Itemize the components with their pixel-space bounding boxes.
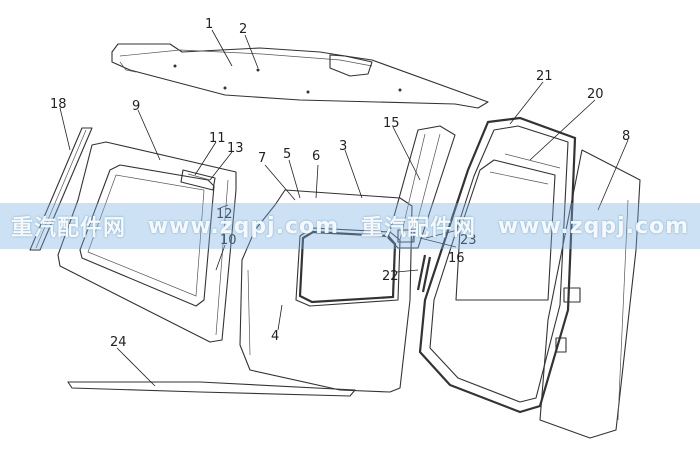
roof-bolt bbox=[223, 86, 227, 90]
part-left-strip bbox=[29, 127, 93, 251]
callout-22: 22 bbox=[382, 269, 399, 284]
callout-16: 16 bbox=[448, 251, 465, 266]
callout-6: 6 bbox=[312, 149, 320, 164]
part-floor-strip bbox=[67, 381, 356, 397]
door-latch bbox=[555, 337, 567, 353]
callout-15: 15 bbox=[383, 116, 400, 131]
callout-10: 10 bbox=[220, 233, 237, 248]
callout-4: 4 bbox=[271, 329, 279, 344]
part-door-frame bbox=[429, 125, 569, 403]
part-rear-wall bbox=[239, 189, 413, 393]
callout-2: 2 bbox=[239, 22, 247, 37]
pillar-clip bbox=[397, 229, 415, 243]
callout-5: 5 bbox=[283, 147, 291, 162]
callout-12: 12 bbox=[216, 207, 233, 222]
callouts: 1 2 3 4 5 6 7 8 9 10 11 12 13 15 16 18 2… bbox=[50, 17, 630, 350]
watermark-item: 重汽配件网 bbox=[360, 216, 476, 241]
callout-1: 1 bbox=[205, 17, 213, 32]
callout-7: 7 bbox=[258, 151, 266, 166]
callout-11: 11 bbox=[209, 131, 226, 146]
part-small-seal bbox=[416, 254, 432, 293]
watermark-item: 重汽配件网 bbox=[10, 216, 126, 241]
roof-bolt bbox=[306, 90, 310, 94]
callout-8: 8 bbox=[622, 129, 630, 144]
watermark-text: 重汽配件网 www.zqpj.com 重汽配件网 www.zqpj.com bbox=[0, 208, 700, 244]
roof-bolt bbox=[256, 68, 260, 72]
part-roof-panel bbox=[111, 43, 489, 109]
part-door-seal bbox=[418, 116, 577, 414]
callout-24: 24 bbox=[110, 335, 127, 350]
leader-lines bbox=[59, 29, 629, 387]
callout-20: 20 bbox=[587, 87, 604, 102]
watermark-item: www.zqpj.com bbox=[147, 213, 340, 239]
callout-13: 13 bbox=[227, 141, 244, 156]
door-handle bbox=[563, 287, 581, 303]
roof-bolt bbox=[173, 64, 177, 68]
part-right-door-panel bbox=[539, 149, 641, 439]
callout-9: 9 bbox=[132, 99, 140, 114]
callout-3: 3 bbox=[339, 139, 347, 154]
callout-18: 18 bbox=[50, 97, 67, 112]
part-pillar-trim bbox=[387, 125, 456, 249]
callout-23: 23 bbox=[460, 233, 477, 248]
roof-bolt bbox=[398, 88, 402, 92]
watermark-item: www.zqpj.com bbox=[497, 213, 690, 239]
watermark-banner bbox=[0, 203, 700, 249]
callout-21: 21 bbox=[536, 69, 553, 84]
